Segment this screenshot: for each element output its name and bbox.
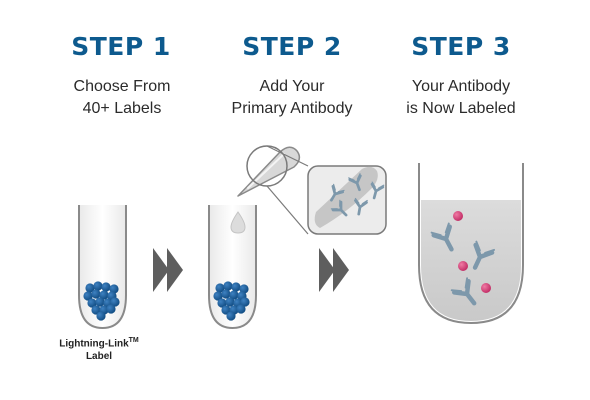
step-2-line-1: Add Your (259, 78, 325, 95)
label-dot-icon (453, 211, 463, 221)
label-bead (87, 298, 97, 308)
label-bead (217, 298, 227, 308)
step-1-line-1: Choose From (73, 78, 171, 95)
step-2-description: Add Your Primary Antibody (202, 76, 382, 120)
tube-1 (78, 205, 127, 330)
label-bead (91, 289, 101, 299)
label-bead (231, 282, 241, 292)
label-bead (83, 291, 93, 301)
label-bead (215, 283, 225, 293)
label-bead (96, 311, 106, 321)
label-dot-icon (481, 283, 491, 293)
step-3-title: STEP 3 (411, 32, 511, 61)
tube-2 (208, 205, 257, 330)
caption-name: Lightning-Link (59, 338, 129, 350)
step-1-title: STEP 1 (71, 32, 171, 61)
step-1-description: Choose From 40+ Labels (32, 76, 212, 120)
label-bead (101, 282, 111, 292)
label-dot-icon (458, 261, 468, 271)
magnifier-callout (246, 145, 387, 235)
pipette-tip-icon (237, 146, 301, 197)
step-2-line-2: Primary Antibody (231, 100, 353, 117)
lightning-link-label-caption: Lightning-LinkTM Label (44, 334, 154, 363)
label-bead (106, 304, 116, 314)
label-bead (95, 297, 105, 307)
label-beads-2 (213, 281, 250, 321)
step-2-title: STEP 2 (242, 32, 342, 61)
label-bead (229, 290, 239, 300)
trademark-mark: TM (128, 337, 139, 344)
label-bead (93, 281, 103, 291)
label-bead (85, 283, 95, 293)
tube-3 (418, 163, 524, 325)
labeled-antibodies (432, 211, 494, 309)
double-arrow-1 (153, 248, 183, 292)
label-bead (109, 284, 119, 294)
label-bead (240, 297, 250, 307)
caption-line-2: Label (85, 351, 113, 363)
step-3-line-2: is Now Labeled (406, 100, 516, 117)
step-3-description: Your Antibody is Now Labeled (371, 76, 551, 120)
liquid-fill (421, 200, 521, 321)
label-bead (223, 281, 233, 291)
droplet-icon (230, 211, 246, 234)
label-bead (99, 290, 109, 300)
label-bead (221, 289, 231, 299)
label-bead (226, 311, 236, 321)
label-beads-1 (83, 281, 120, 321)
step-1-line-2: 40+ Labels (82, 100, 162, 117)
double-arrow-2 (319, 248, 349, 292)
label-bead (239, 284, 249, 294)
label-bead (110, 297, 120, 307)
label-bead (213, 291, 223, 301)
label-bead (225, 297, 235, 307)
label-bead (236, 304, 246, 314)
step-3-line-1: Your Antibody (411, 78, 511, 95)
